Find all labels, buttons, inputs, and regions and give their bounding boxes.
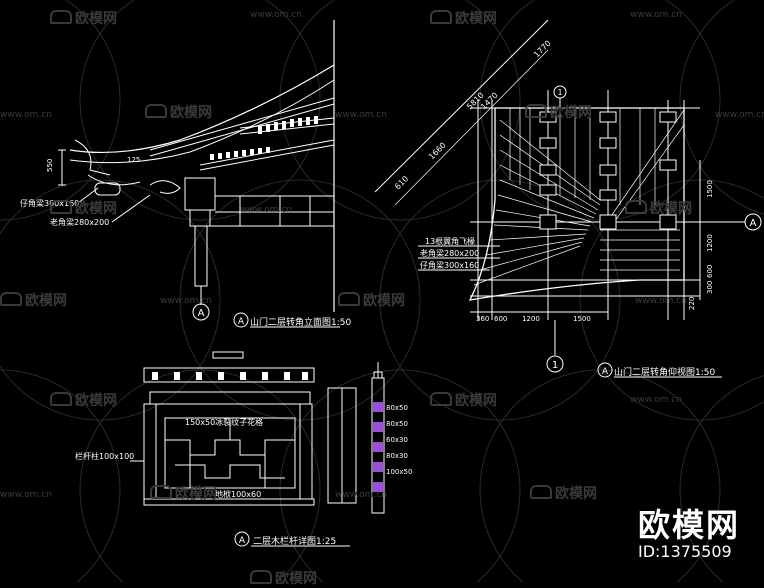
- watermark-sofa-icon: [430, 392, 452, 406]
- railing-section-dim-3: 60x30: [386, 436, 408, 444]
- railing-title-axis: A: [239, 536, 246, 546]
- watermark-sofa-icon: [50, 10, 72, 24]
- watermark-logo: 欧模网: [530, 483, 597, 503]
- watermark-sofa-icon: [50, 392, 72, 406]
- elevation-label-laojiao-beam: 老角梁280x200: [50, 217, 109, 227]
- railing-label-post: 栏杆柱100x100: [75, 451, 134, 461]
- watermark-url: www.om.cn: [0, 490, 52, 500]
- plan-dim-r1200: 1200: [706, 234, 714, 252]
- plan-axis-a-right: A: [750, 218, 757, 229]
- watermark-url: www.om.cn: [630, 10, 682, 20]
- elevation-title-axis: A: [238, 317, 245, 327]
- model-id: ID:1375509: [637, 542, 732, 561]
- watermark-sofa-icon: [145, 104, 167, 118]
- plan-dim-r600: 600: [706, 265, 714, 278]
- watermark-sofa-icon: [525, 104, 547, 118]
- elevation-label-zaijiao-beam: 仔角梁300x160: [20, 198, 79, 208]
- railing-section-dim-2: 80x50: [386, 420, 408, 428]
- watermark-sofa-icon: [530, 485, 552, 499]
- watermark-url: www.om.cn: [240, 205, 292, 215]
- plan-dim-1770: 1770: [532, 39, 553, 60]
- railing-label-bottom: 地栿100x60: [215, 489, 261, 499]
- railing-label-top: 150x50冰裂纹子花格: [185, 417, 263, 427]
- watermark-sofa-icon: [625, 200, 647, 214]
- watermark-logo: 欧模网: [150, 483, 217, 503]
- railing-section-dim-1: 80x50: [386, 404, 408, 412]
- watermark-logo: 欧模网: [430, 8, 497, 28]
- elevation-title: 山门二层转角立面图1:50: [250, 316, 351, 328]
- watermark-sofa-icon: [430, 10, 452, 24]
- watermark-logo: 欧模网: [50, 198, 117, 218]
- watermark-logo: 欧模网: [525, 102, 592, 122]
- watermark-logo: 欧模网: [50, 8, 117, 28]
- watermark-logo: 欧模网: [430, 390, 497, 410]
- watermark-url: www.om.cn: [715, 110, 764, 120]
- watermark-sofa-icon: [0, 292, 22, 306]
- watermark-url: www.om.cn: [160, 296, 212, 306]
- plan-label-zaijiao: 仔角梁300x160: [420, 260, 479, 270]
- plan-title: 山门二层转角仰视图1:50: [614, 366, 715, 378]
- watermark-sofa-icon: [150, 485, 172, 499]
- plan-dim-1660: 1660: [427, 141, 448, 162]
- plan-title-axis: A: [602, 367, 609, 377]
- plan-axis-1-top: 1: [557, 88, 562, 97]
- plan-label-feichuan: 13根翼角飞椽: [425, 236, 475, 246]
- watermark-logo: 欧模网: [0, 290, 67, 310]
- plan-dim-b1500: 1500: [573, 315, 591, 323]
- watermark-url: www.om.cn: [250, 10, 302, 20]
- railing-title: 二层木栏杆详图1:25: [253, 535, 336, 547]
- elevation-axis-a-label: A: [198, 308, 205, 319]
- watermark-url: www.om.cn: [635, 296, 687, 306]
- plan-dim-610: 610: [393, 174, 410, 191]
- watermark-sofa-icon: [338, 292, 360, 306]
- corner-elevation-drawing: A 550 125 仔角梁300x160 老角梁280x200 A 山门二层转角…: [20, 20, 351, 328]
- railing-detail-drawing: 150x50冰裂纹子花格 栏杆柱100x100 地栿100x60 80x50 8…: [75, 351, 412, 547]
- watermark-logo: 欧模网: [250, 568, 317, 588]
- watermark-sofa-icon: [50, 200, 72, 214]
- elevation-dim-125: 125: [127, 156, 140, 164]
- corner-plan-drawing: 1 1 A 5810 1770 1470 1660 610 360 600 12…: [374, 19, 762, 378]
- watermark-logo: 欧模网: [625, 198, 692, 218]
- railing-section-dim-4: 80x30: [386, 452, 408, 460]
- watermark-url: www.om.cn: [0, 110, 52, 120]
- railing-section-dim-5: 100x50: [386, 468, 412, 476]
- plan-label-laojiao: 老角梁280x200: [420, 248, 479, 258]
- plan-dim-r300: 300: [706, 281, 714, 294]
- plan-dim-r220: 220: [688, 297, 696, 310]
- plan-dim-r1500: 1500: [706, 180, 714, 198]
- watermark-logo: 欧模网: [145, 102, 212, 122]
- watermark-url: www.om.cn: [335, 490, 387, 500]
- watermark-logo: 欧模网: [50, 390, 117, 410]
- plan-axis-1-bottom: 1: [552, 360, 558, 371]
- plan-dim-b1200: 1200: [522, 315, 540, 323]
- brand-badge: 欧模网 ID:1375509: [638, 508, 740, 562]
- plan-dim-b600: 600: [494, 315, 507, 323]
- watermark-url: www.om.cn: [630, 395, 682, 405]
- watermark-logo: 欧模网: [338, 290, 405, 310]
- elevation-dim-550: 550: [46, 159, 54, 172]
- brand-name: 欧模网: [637, 506, 740, 544]
- plan-dim-b360: 360: [476, 315, 489, 323]
- watermark-url: www.om.cn: [335, 110, 387, 120]
